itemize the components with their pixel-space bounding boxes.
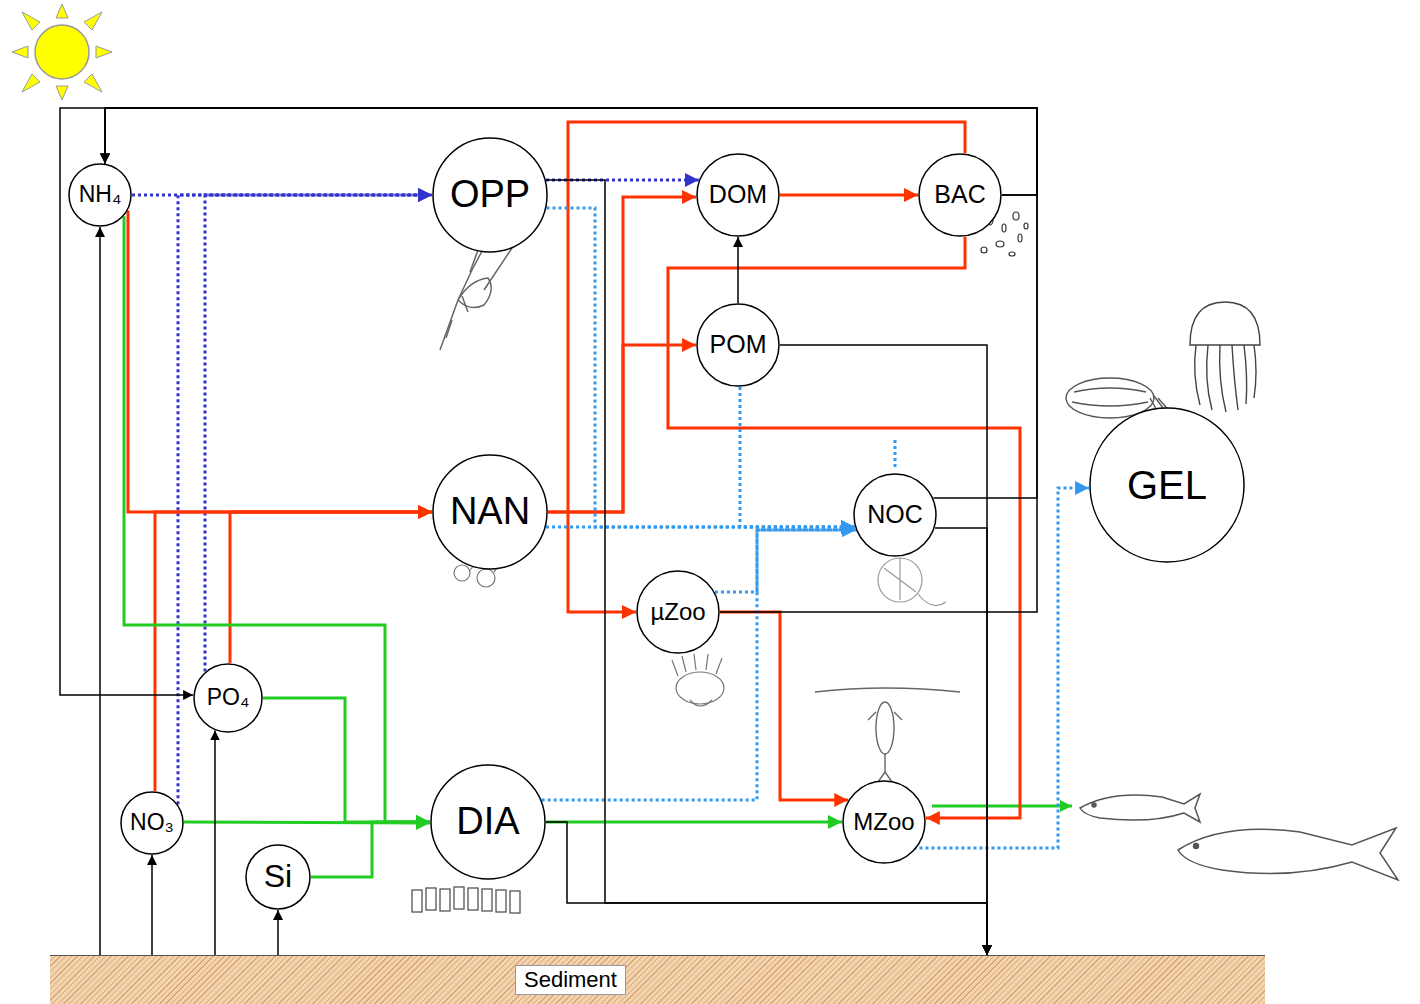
flow-stub <box>894 440 897 470</box>
flow-connector <box>99 227 101 955</box>
compartment-circle-shape <box>919 154 1001 236</box>
flow-connector <box>311 822 430 877</box>
compartment-circle: NOC <box>853 473 937 557</box>
compartment-circle-shape <box>433 455 547 569</box>
flow-connector <box>105 108 1037 612</box>
flow-connector <box>546 821 842 824</box>
copepod-sketch <box>815 688 960 782</box>
compartment-label: DIA <box>456 801 519 843</box>
compartment-circle-shape <box>697 304 779 386</box>
compartment-circle: DOM <box>696 153 780 237</box>
compartment-circle: NH₄ <box>68 163 132 227</box>
flow-connector <box>230 512 432 663</box>
sun-symbol <box>12 4 112 100</box>
flow-connector <box>935 528 987 955</box>
compartment-label: µZoo <box>650 599 705 625</box>
compartment-circle: OPP <box>432 137 548 253</box>
compartment-circle-shape <box>854 474 936 556</box>
ciliate-sketch <box>672 654 724 706</box>
compartment-label: POM <box>710 331 767 359</box>
sediment-band: Sediment <box>50 955 1265 1004</box>
compartment-circle: NO₃ <box>120 791 184 855</box>
flow-connector <box>105 108 1037 498</box>
flow-connector <box>263 698 430 822</box>
flow-connector <box>740 387 855 527</box>
flow-connector <box>542 530 856 800</box>
flow-connector <box>546 180 987 955</box>
compartment-label: PO₄ <box>207 685 250 710</box>
region-label: Sediment <box>515 965 626 995</box>
compartment-circle: BAC <box>918 153 1002 237</box>
compartment-label: OPP <box>450 174 530 216</box>
compartment-circle-shape <box>194 664 262 732</box>
compartment-circle-shape <box>1090 408 1244 562</box>
compartment-circle: POM <box>696 303 780 387</box>
compartment-circle: MZoo <box>842 780 926 864</box>
predation-arrow <box>932 805 1072 808</box>
flow-connector <box>128 210 432 512</box>
jellyfish-sketch <box>1190 302 1260 412</box>
flow-connector <box>546 822 987 955</box>
flow-connector <box>105 108 1037 195</box>
compartment-label: MZoo <box>853 809 914 835</box>
flow-connector <box>546 526 855 529</box>
compartment-label: BAC <box>934 181 985 209</box>
compartment-circle: NAN <box>432 454 548 570</box>
compartment-circle-shape <box>637 571 719 653</box>
compartment-circle-shape <box>69 164 131 226</box>
flow-connector <box>214 730 216 955</box>
flow-connector <box>915 488 1089 849</box>
compartment-label: DOM <box>709 181 767 209</box>
compartment-circle: PO₄ <box>193 663 263 733</box>
flow-connector <box>780 194 918 197</box>
compartment-circle-shape <box>697 154 779 236</box>
flow-connector <box>568 122 965 612</box>
compartment-circle-shape <box>246 845 310 909</box>
compartment-label: Si <box>264 859 292 894</box>
compartment-circle-shape <box>843 781 925 863</box>
compartment-circle-shape <box>431 765 545 879</box>
compartment-circle-shape <box>121 792 183 854</box>
flow-connector <box>780 345 987 955</box>
flow-connector <box>548 197 696 512</box>
compartment-circle: Si <box>245 844 311 910</box>
flow-connector <box>178 195 432 804</box>
compartment-circle: µZoo <box>636 570 720 654</box>
flow-connector <box>720 612 848 800</box>
flow-connector <box>155 512 432 791</box>
compartment-label: NO₃ <box>130 810 174 835</box>
compartment-circle: DIA <box>430 764 546 880</box>
compartment-label: NOC <box>867 501 923 529</box>
compartment-label: NH₄ <box>79 182 122 207</box>
diatom-chain-sketch <box>412 887 520 913</box>
flow-connector <box>715 530 856 592</box>
noctiluca-sketch <box>878 558 946 606</box>
flow-connector <box>277 910 279 955</box>
compartment-circle: GEL <box>1089 407 1245 563</box>
flow-connector <box>737 237 739 303</box>
flow-connector <box>205 195 432 672</box>
compartment-label: GEL <box>1127 463 1207 507</box>
flow-connector <box>547 208 855 527</box>
compartment-circle-shape <box>433 138 547 252</box>
flow-connector <box>151 855 153 955</box>
fish-sketch <box>1080 794 1398 880</box>
flow-connector <box>60 108 1037 695</box>
compartment-label: NAN <box>450 491 530 533</box>
flow-connector <box>124 216 430 822</box>
